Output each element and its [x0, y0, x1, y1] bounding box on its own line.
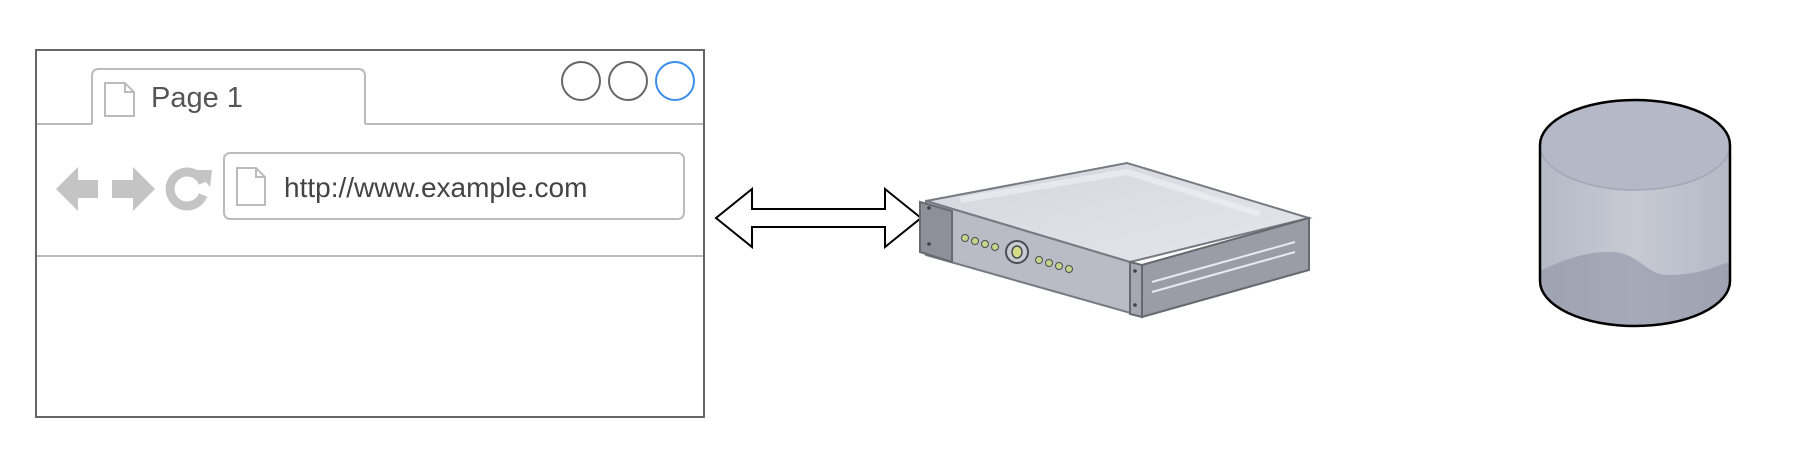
- server-vent-1: [1151, 241, 1296, 283]
- server-vent-2: [1151, 251, 1296, 293]
- browser-window: Page 1: [35, 49, 705, 418]
- server-left-bracket: [919, 200, 953, 264]
- document-icon: [104, 82, 135, 117]
- server-led: [971, 237, 979, 245]
- rack-server-icon: [919, 161, 1313, 319]
- document-icon: [236, 167, 266, 206]
- server-led: [991, 243, 999, 251]
- database-cylinder-icon: [1538, 98, 1732, 328]
- double-arrow-icon: [714, 186, 923, 250]
- window-controls: [561, 61, 695, 101]
- nav-bar: http://www.example.com: [56, 152, 685, 220]
- server-led: [961, 234, 969, 242]
- window-control-2[interactable]: [608, 61, 648, 101]
- server-led: [981, 240, 989, 248]
- database-outline: [1538, 98, 1732, 328]
- forward-arrow-icon[interactable]: [112, 167, 155, 211]
- window-control-3[interactable]: [655, 61, 695, 101]
- tab-shape: [91, 68, 366, 124]
- reload-icon[interactable]: [165, 167, 212, 211]
- address-bar[interactable]: http://www.example.com: [223, 152, 685, 220]
- server-led: [1065, 265, 1073, 273]
- server-led: [1035, 256, 1043, 264]
- server-led: [1055, 262, 1063, 270]
- address-bar-box[interactable]: [223, 152, 685, 220]
- tab-label: Page 1: [151, 82, 243, 114]
- server-side: [1141, 216, 1310, 319]
- database-top: [1540, 100, 1730, 190]
- url-text: http://www.example.com: [284, 172, 587, 203]
- window-control-1[interactable]: [561, 61, 601, 101]
- tab-page-1[interactable]: Page 1: [91, 68, 366, 124]
- back-arrow-icon[interactable]: [56, 167, 98, 211]
- server-led: [1045, 259, 1053, 267]
- server-power-button: [1005, 240, 1029, 264]
- page-content-area: [37, 257, 703, 416]
- database-liquid: [1540, 252, 1730, 326]
